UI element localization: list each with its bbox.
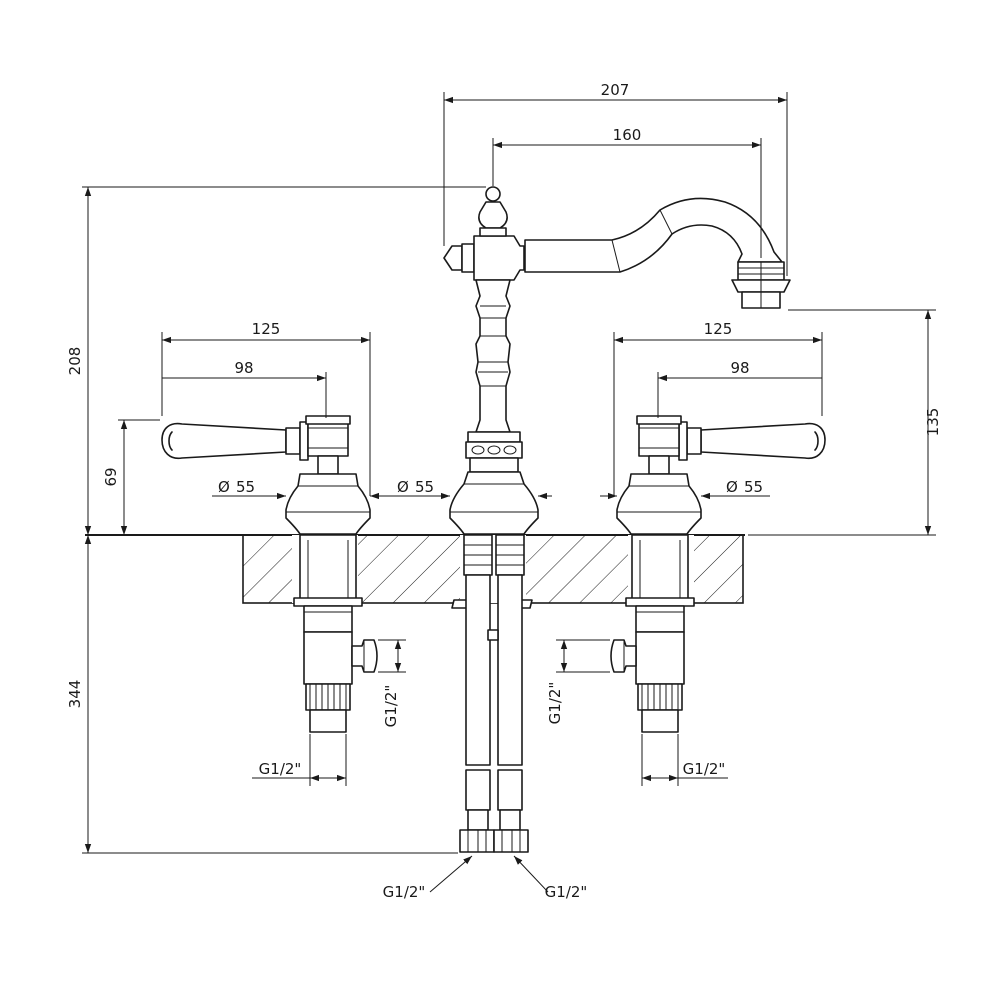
dim-label-left-98: 98 [234,359,253,377]
dim-label-344: 344 [66,680,84,709]
dim-label-160: 160 [613,126,642,144]
dim-label-right-inlet-thread: G1/2" [683,760,726,778]
dim-label-right-diameter: 55 [744,478,763,496]
dim-label-right-98: 98 [730,359,749,377]
dim-label-69: 69 [102,467,120,486]
dim-label-right-outlet-thread: G1/2" [546,682,564,725]
right-valve [610,415,826,733]
left-valve [161,415,378,733]
dim-label-left-diameter: 55 [236,478,255,496]
dimension-lines [82,92,936,893]
dim-label-left-inlet-thread: G1/2" [259,760,302,778]
center-spout [443,186,791,853]
dim-label-208: 208 [66,347,84,376]
dim-label-207: 207 [601,81,630,99]
diameter-symbol-center: Ø [397,478,409,496]
dim-label-135: 135 [924,408,942,437]
dim-label-center-diameter: 55 [415,478,434,496]
diameter-symbol-right: Ø [726,478,738,496]
dim-label-left-125: 125 [252,320,281,338]
dim-label-right-hose-thread: G1/2" [545,883,588,901]
diameter-symbol-left: Ø [218,478,230,496]
dim-label-left-hose-thread: G1/2" [383,883,426,901]
dim-label-right-125: 125 [704,320,733,338]
dimension-labels: 207 160 208 344 69 135 125 98 125 98 Ø 5… [66,81,942,901]
dim-label-left-outlet-thread: G1/2" [382,685,400,728]
